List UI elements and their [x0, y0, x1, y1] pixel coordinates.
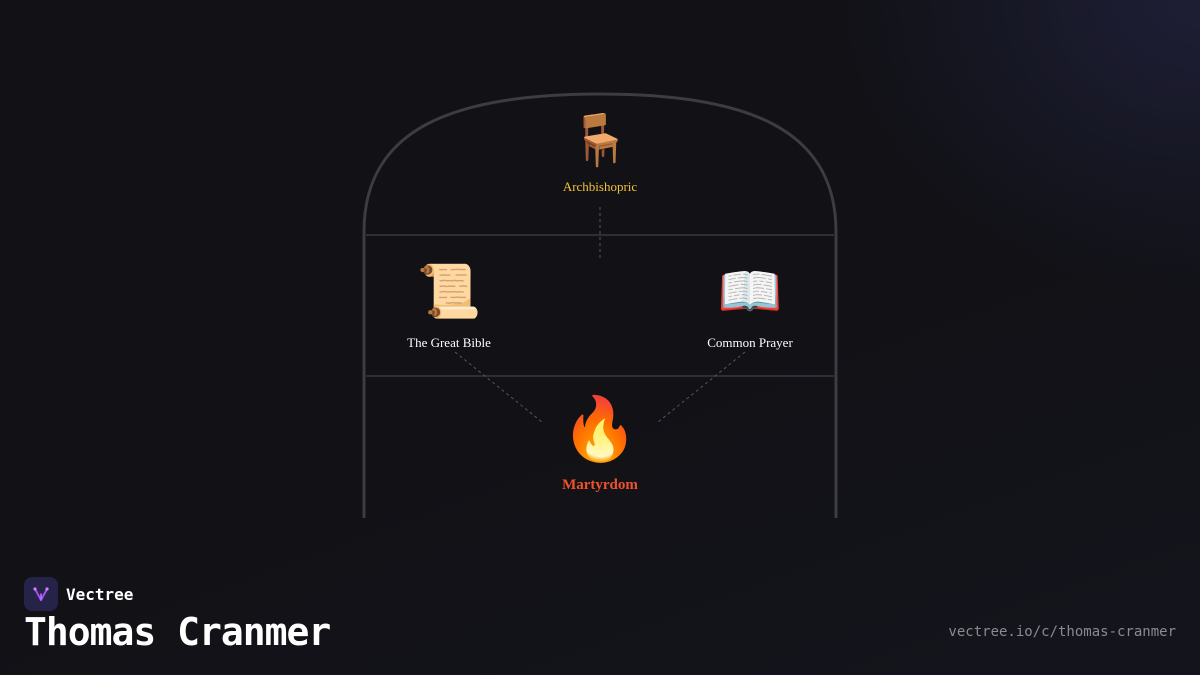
page-url[interactable]: vectree.io/c/thomas-cranmer	[948, 624, 1176, 640]
scroll-icon: 📜	[416, 262, 482, 322]
node-archbishopric[interactable]: 🪑 Archbishopric	[563, 115, 637, 195]
vectree-logo-icon	[24, 577, 58, 611]
node-label-common-prayer: Common Prayer	[707, 335, 793, 350]
fire-icon: 🔥	[561, 392, 639, 465]
node-label-martyrdom: Martyrdom	[562, 477, 638, 493]
node-martyrdom[interactable]: 🔥 Martyrdom	[561, 398, 638, 494]
brand-name: Vectree	[66, 584, 134, 604]
edge-great-bible-to-martyrdom	[454, 351, 543, 423]
edge-common-prayer-to-martyrdom	[657, 351, 746, 423]
open-book-icon: 📖	[717, 262, 783, 322]
brand[interactable]: Vectree	[24, 577, 133, 611]
arch-outline	[362, 92, 838, 518]
node-great-bible[interactable]: 📜 The Great Bible	[407, 266, 491, 351]
node-label-archbishopric: Archbishopric	[562, 179, 638, 194]
node-label-great-bible: The Great Bible	[407, 335, 491, 350]
page-title: Thomas Cranmer	[24, 610, 331, 654]
node-common-prayer[interactable]: 📖 Common Prayer	[707, 266, 793, 351]
chair-icon: 🪑	[568, 111, 632, 169]
